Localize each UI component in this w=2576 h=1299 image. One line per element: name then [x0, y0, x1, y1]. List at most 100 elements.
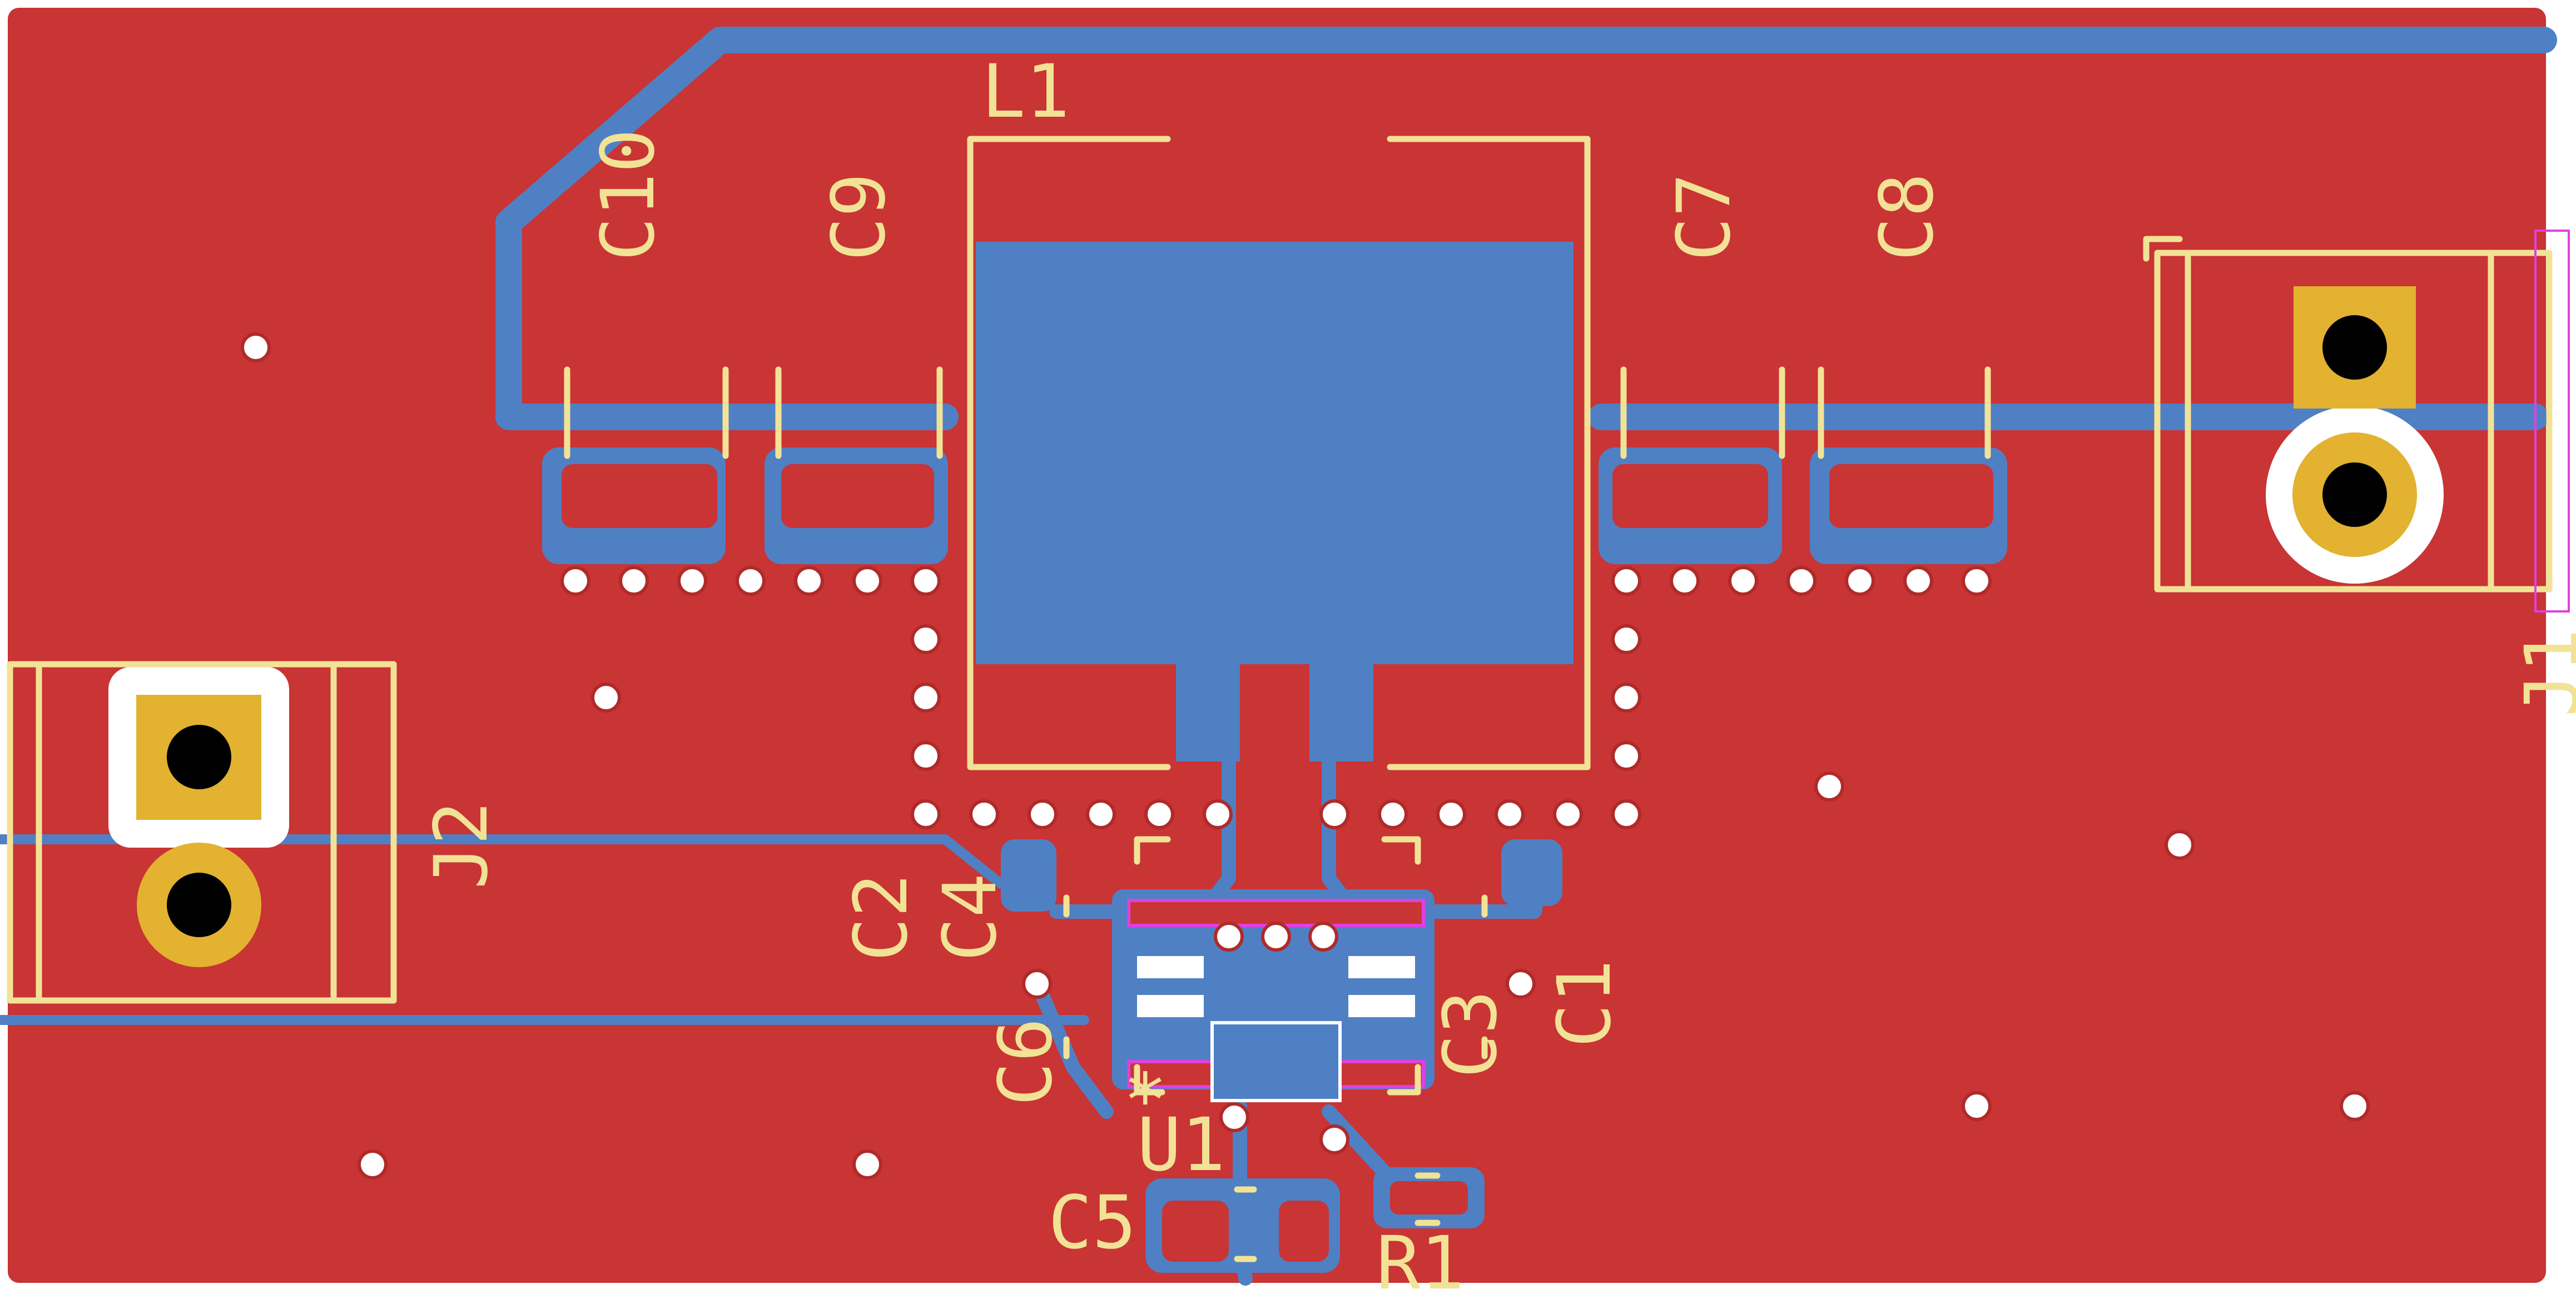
reference-labels: L1 C10 C9 C7 C8 C2 C4 C6 C3 C1 U1 C5 R1 …: [585, 49, 1950, 1299]
c7-pad-1: [1612, 464, 1768, 528]
u1-pad-left-2: [1137, 995, 1204, 1017]
c7-ref-label: C7: [1661, 173, 1747, 261]
u1-lead-bank: [1210, 1021, 1342, 1102]
via: [736, 566, 766, 596]
c3-ref-label: C3: [1428, 990, 1513, 1078]
via: [1611, 741, 1641, 771]
j1-outline: [2154, 250, 2553, 593]
u1-pad-right-2: [1348, 995, 1415, 1017]
u1-pad-left-1: [1137, 956, 1204, 978]
via: [2165, 830, 2195, 860]
via: [1086, 799, 1116, 829]
c10-ref-label: C10: [585, 129, 671, 261]
c2-ref-label: C2: [838, 873, 924, 962]
via: [1028, 799, 1058, 829]
via: [1319, 799, 1349, 829]
u1-fanout-trace-5: [1033, 982, 1114, 1119]
j2-outline: [7, 661, 397, 1004]
via: [969, 799, 999, 829]
j2-connector: J2: [7, 661, 504, 1004]
l1-neck-left: [1176, 661, 1240, 762]
c1-ref-label: C1: [1542, 959, 1627, 1048]
u1-bottom-region: [1112, 889, 1435, 1089]
c1-bottom-region: [1501, 839, 1562, 906]
l1-ref-label: L1: [981, 49, 1070, 135]
u1-footprint-pads: [1127, 899, 1425, 1102]
via: [591, 683, 621, 713]
r1-ref-label: R1: [1376, 1221, 1465, 1299]
l1-neck-right: [1309, 661, 1373, 762]
c6-ref-label: C6: [983, 1018, 1069, 1106]
c5-ref-label: C5: [1048, 1180, 1136, 1266]
via: [1611, 683, 1641, 713]
l1-bottom-pad: [976, 242, 1574, 664]
c8-ref-label: C8: [1864, 173, 1950, 261]
j2-ref-label: J2: [419, 801, 504, 889]
j1-ref-label: J1: [2509, 629, 2576, 717]
u1-pad-right-1: [1348, 956, 1415, 978]
via-array: [241, 332, 2370, 1179]
via: [619, 566, 649, 596]
via: [1436, 799, 1466, 829]
j2-pad-2-drill: [167, 873, 231, 937]
u1-silk-corner-bl: [1134, 1064, 1165, 1096]
via: [911, 624, 941, 654]
via: [1022, 969, 1052, 999]
via: [911, 683, 941, 713]
via: [911, 741, 941, 771]
via: [1495, 799, 1525, 829]
j1-courtyard: [2534, 230, 2570, 613]
j1-pad-2-drill: [2322, 462, 2387, 527]
j1-connector: J1: [2143, 230, 2576, 717]
j1-pin1-mark: [2143, 236, 2183, 262]
j2-signal-trace-upper: [0, 834, 1006, 889]
c8-pad-1: [1829, 464, 1993, 528]
c10-pad-1: [562, 464, 717, 528]
u1-silk-corner-tl: [1134, 836, 1171, 865]
via: [677, 566, 707, 596]
c5-pad-1: [1162, 1201, 1229, 1262]
via: [1786, 566, 1816, 596]
via: [1319, 1124, 1349, 1154]
via: [852, 566, 882, 596]
via: [2340, 1091, 2370, 1121]
smd-pad-outlines: [562, 464, 1993, 1262]
via: [1506, 969, 1536, 999]
via: [1214, 922, 1244, 952]
via: [1611, 624, 1641, 654]
via: [852, 1149, 882, 1179]
u1-pad-row-top: [1127, 899, 1425, 927]
via: [911, 566, 941, 596]
via: [911, 799, 941, 829]
via: [1814, 772, 1844, 802]
c5-pad-2: [1279, 1201, 1329, 1262]
via: [560, 566, 590, 596]
via: [1553, 799, 1583, 829]
via: [1845, 566, 1875, 596]
via: [358, 1149, 388, 1179]
via: [1611, 799, 1641, 829]
via: [241, 332, 271, 362]
via: [1670, 566, 1700, 596]
via: [1261, 922, 1291, 952]
via: [1962, 1091, 1992, 1121]
via: [1308, 922, 1338, 952]
l1-outline-right: [1387, 136, 1591, 770]
c9-pad-1: [781, 464, 934, 528]
via: [1611, 566, 1641, 596]
via: [1962, 566, 1992, 596]
via: [1378, 799, 1408, 829]
c2-bottom-region: [1001, 839, 1056, 912]
via: [1728, 566, 1758, 596]
via: [1903, 566, 1933, 596]
c4-ref-label: C4: [927, 873, 1013, 962]
j1-pad-1-drill: [2322, 315, 2387, 380]
u1-pin1-marker: *: [1123, 1058, 1167, 1143]
via: [1203, 799, 1233, 829]
l1-outline-left: [967, 136, 1171, 770]
u1-silk-corner-tr: [1381, 836, 1421, 865]
vin-rail-trace: [495, 27, 2557, 430]
via: [1144, 799, 1174, 829]
silkscreen-layer: [564, 136, 1991, 1262]
